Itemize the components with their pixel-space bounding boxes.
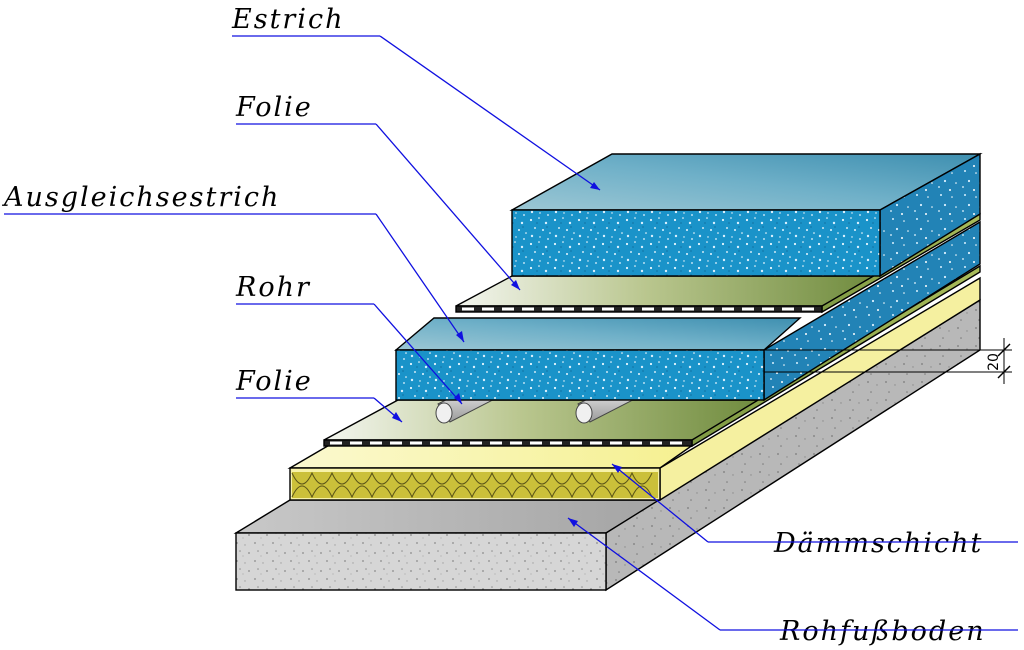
top-screed <box>509 152 983 278</box>
label-folie-top: Folie <box>235 92 521 291</box>
svg-text:Rohr: Rohr <box>235 272 311 303</box>
dimension-value: 20 <box>986 353 1002 371</box>
svg-text:Estrich: Estrich <box>231 4 344 35</box>
svg-text:Ausgleichsestrich: Ausgleichsestrich <box>1 182 280 213</box>
lower-foil <box>323 264 981 448</box>
label-daemmschicht: Dämmschicht <box>611 463 1018 559</box>
svg-text:Rohfußboden: Rohfußboden <box>779 616 986 647</box>
label-rohr: Rohr <box>235 272 463 405</box>
svg-text:Folie: Folie <box>235 92 313 123</box>
leveling-screed <box>394 220 981 402</box>
label-ausgleichsestrich: Ausgleichsestrich <box>1 182 465 343</box>
label-rohfussboden: Rohfußboden <box>567 517 1018 647</box>
label-estrich: Estrich <box>231 4 601 191</box>
svg-text:Dämmschicht: Dämmschicht <box>773 528 983 559</box>
label-folie-bottom: Folie <box>235 366 403 423</box>
dimension-marker: 20 <box>764 338 1012 384</box>
insulation-wave <box>291 471 653 485</box>
svg-text:Folie: Folie <box>235 366 313 397</box>
